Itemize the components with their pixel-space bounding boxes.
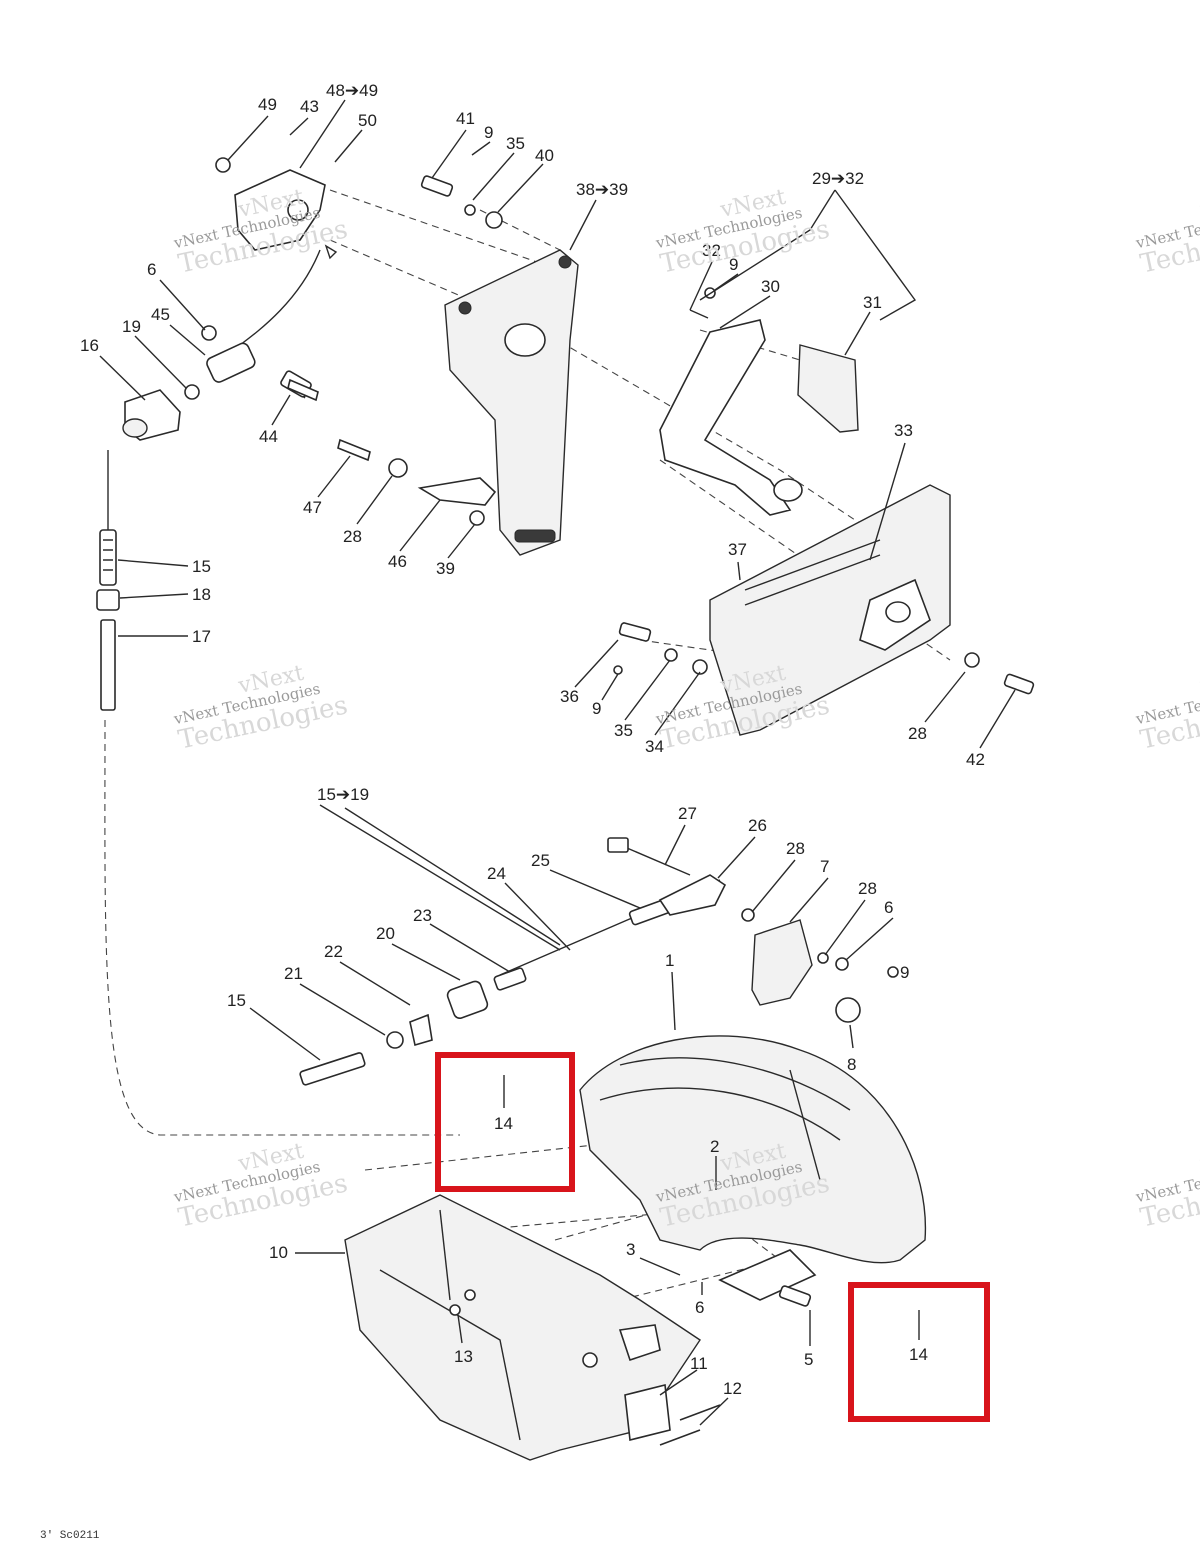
- brake-pedal-part: [659, 287, 859, 516]
- callout-47: 47: [303, 498, 322, 517]
- callout-35: 35: [614, 721, 633, 740]
- callout-36: 36: [560, 687, 579, 706]
- caliper-bracket-part: [751, 919, 899, 1023]
- callout-14: 14: [494, 1114, 513, 1133]
- callout-34: 34: [645, 737, 664, 756]
- callout-49: 49: [258, 95, 277, 114]
- callout-27: 27: [678, 804, 697, 823]
- callout-48-49: 48➔49: [326, 81, 379, 100]
- callout-9: 9: [729, 255, 739, 274]
- callout-42: 42: [966, 750, 985, 769]
- disc-guard-part: [579, 1035, 927, 1307]
- callout-40: 40: [535, 146, 554, 165]
- lever-plate-part: [444, 249, 579, 556]
- callout-15: 15: [192, 557, 211, 576]
- callout-6: 6: [695, 1298, 705, 1317]
- callout-7: 7: [820, 857, 830, 876]
- callout-43: 43: [300, 97, 319, 116]
- lower-cable-assembly: [299, 804, 755, 1086]
- figure-code: 3' Sc0211: [40, 1530, 100, 1542]
- callout-5: 5: [804, 1350, 814, 1369]
- highlight-box-part-14: [848, 1282, 990, 1422]
- callout-28: 28: [858, 879, 877, 898]
- footrest-plate-part: [709, 484, 951, 736]
- callout-17: 17: [192, 627, 211, 646]
- callout-29-32: 29➔32: [812, 169, 865, 188]
- brake-cable-part: [96, 450, 120, 711]
- callout-9: 9: [592, 699, 602, 718]
- callout-35: 35: [506, 134, 525, 153]
- callout-45: 45: [151, 305, 170, 324]
- callout-6: 6: [147, 260, 157, 279]
- callout-28: 28: [786, 839, 805, 858]
- callout-37: 37: [728, 540, 747, 559]
- callout-28: 28: [908, 724, 927, 743]
- callout-21: 21: [284, 964, 303, 983]
- callout-11: 11: [690, 1354, 708, 1373]
- callout-20: 20: [376, 924, 395, 943]
- fastener-parts: [287, 175, 503, 526]
- callout-32: 32: [702, 241, 721, 260]
- callout-1: 1: [665, 951, 675, 970]
- callout-30: 30: [761, 277, 780, 296]
- callout-18: 18: [192, 585, 211, 604]
- callout-23: 23: [413, 906, 432, 925]
- callout-44: 44: [259, 427, 278, 446]
- callout-26: 26: [748, 816, 767, 835]
- callout-16: 16: [80, 336, 99, 355]
- callout-14: 14: [909, 1345, 928, 1364]
- callout-9: 9: [484, 123, 494, 142]
- callout-39: 39: [436, 559, 455, 578]
- callout-50: 50: [358, 111, 377, 130]
- callout-24: 24: [487, 864, 506, 883]
- callout-28: 28: [343, 527, 362, 546]
- callout-13: 13: [454, 1347, 473, 1366]
- callout-41: 41: [456, 109, 475, 128]
- callout-19: 19: [122, 317, 141, 336]
- callout-8: 8: [847, 1055, 857, 1074]
- pivot-bracket-part: [215, 157, 338, 346]
- callout-12: 12: [723, 1379, 742, 1398]
- highlight-box-part-14: [435, 1052, 575, 1192]
- callout-25: 25: [531, 851, 550, 870]
- callout-33: 33: [894, 421, 913, 440]
- callout-2: 2: [710, 1137, 720, 1156]
- lower-housing-part: [344, 1194, 721, 1461]
- callout-9: 9: [900, 963, 910, 982]
- plate-fasteners: [613, 622, 1035, 695]
- callout-46: 46: [388, 552, 407, 571]
- callout-22: 22: [324, 942, 343, 961]
- callout-38-39: 38➔39: [576, 180, 629, 199]
- callout-15: 15: [227, 991, 246, 1010]
- callout-10: 10: [269, 1243, 288, 1262]
- callout-6: 6: [884, 898, 894, 917]
- callout-15-19: 15➔19: [317, 785, 370, 804]
- callout-3: 3: [626, 1240, 636, 1259]
- callout-31: 31: [863, 293, 882, 312]
